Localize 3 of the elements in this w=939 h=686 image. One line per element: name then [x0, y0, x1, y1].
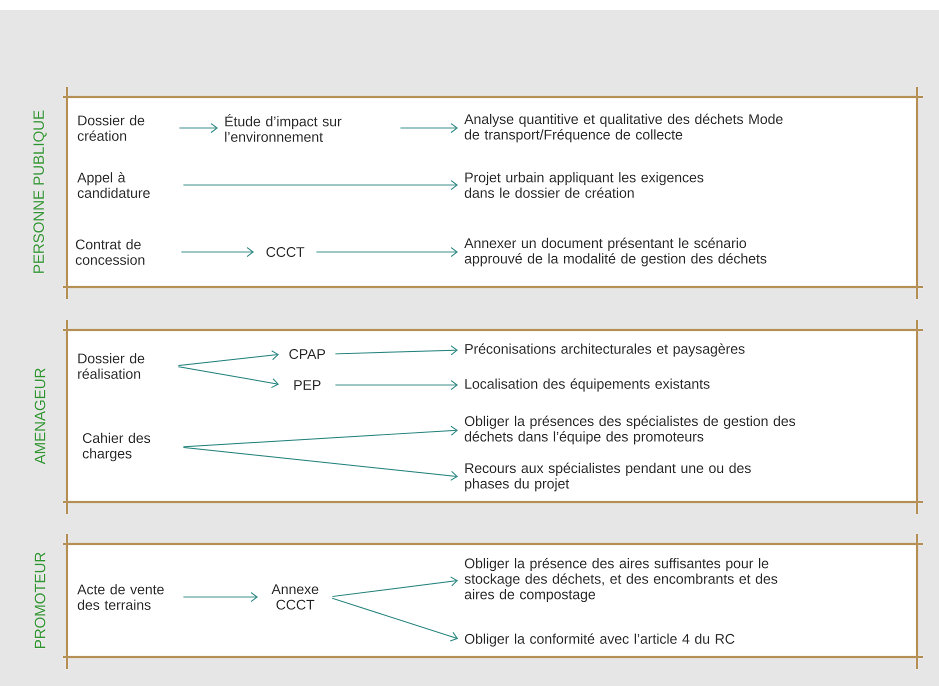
band-heading: PROMOTEUR [34, 552, 46, 648]
band-heading: PERSONNE PUBLIQUE [33, 110, 47, 273]
band-heading: AMENAGEUR [34, 368, 46, 464]
